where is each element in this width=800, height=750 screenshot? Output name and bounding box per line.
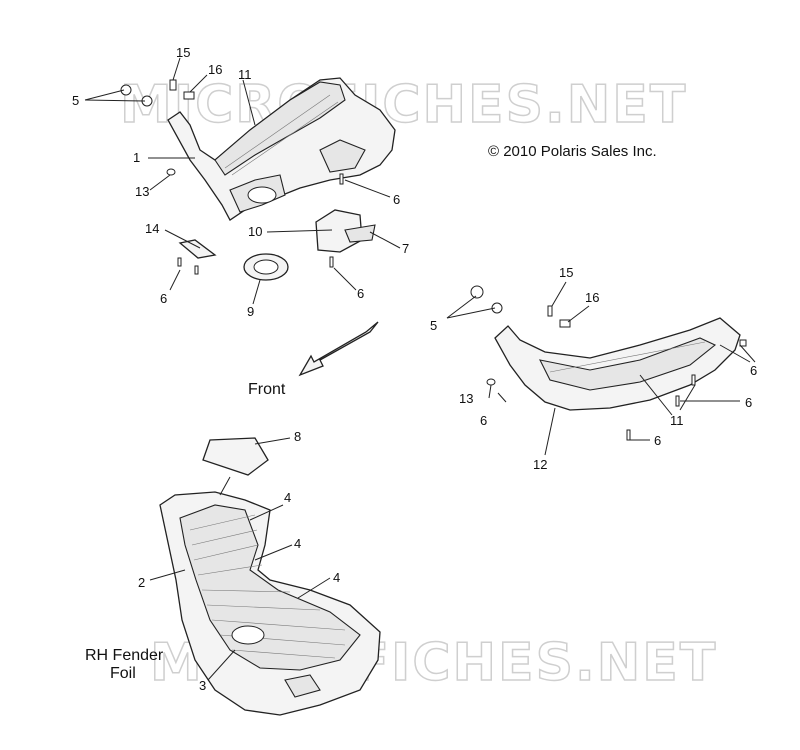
callout-6: 6 bbox=[393, 192, 400, 207]
fender-part-12 bbox=[470, 285, 747, 441]
copyright-text: © 2010 Polaris Sales Inc. bbox=[488, 143, 657, 160]
callout-6: 6 bbox=[654, 433, 661, 448]
panel-part-10 bbox=[315, 209, 376, 253]
callout-12: 12 bbox=[533, 457, 547, 472]
callout-5: 5 bbox=[430, 318, 437, 333]
callout-numbers: 5 15 16 11 1 13 6 14 10 7 6 9 6 15 16 5 … bbox=[72, 45, 757, 693]
callout-3: 3 bbox=[199, 678, 206, 693]
callout-1: 1 bbox=[133, 150, 140, 165]
callout-10: 10 bbox=[248, 224, 262, 239]
callout-9: 9 bbox=[247, 304, 254, 319]
callout-6: 6 bbox=[160, 291, 167, 306]
watermark-top: MICROFICHES.NET bbox=[120, 75, 687, 135]
fender-part-1 bbox=[167, 77, 396, 221]
callout-5: 5 bbox=[72, 93, 79, 108]
callout-13: 13 bbox=[135, 184, 149, 199]
callout-7: 7 bbox=[402, 241, 409, 256]
callout-11: 11 bbox=[670, 413, 684, 428]
leader-lines bbox=[84, 57, 756, 681]
callout-8: 8 bbox=[294, 429, 301, 444]
callout-13: 13 bbox=[459, 391, 473, 406]
ring-part-9 bbox=[243, 253, 289, 281]
callout-4: 4 bbox=[333, 570, 340, 585]
front-label: Front bbox=[248, 381, 286, 398]
callout-4: 4 bbox=[294, 536, 301, 551]
callout-16: 16 bbox=[208, 62, 222, 77]
callout-2: 2 bbox=[138, 575, 145, 590]
callout-11: 11 bbox=[238, 67, 252, 82]
callout-15: 15 bbox=[559, 265, 573, 280]
callout-16: 16 bbox=[585, 290, 599, 305]
fasteners-top-left bbox=[120, 79, 344, 185]
fender-part-2 bbox=[159, 491, 381, 716]
bracket-part-14 bbox=[177, 239, 217, 275]
callout-6: 6 bbox=[745, 395, 752, 410]
callout-15: 15 bbox=[176, 45, 190, 60]
foil-part-8 bbox=[202, 437, 269, 476]
fender-label-line2: Foil bbox=[110, 665, 136, 682]
callout-14: 14 bbox=[145, 221, 159, 236]
callout-4: 4 bbox=[284, 490, 291, 505]
callout-6: 6 bbox=[750, 363, 757, 378]
fastener-6-mid bbox=[329, 256, 334, 268]
front-arrow bbox=[298, 321, 379, 377]
callout-6: 6 bbox=[357, 286, 364, 301]
callout-6: 6 bbox=[480, 413, 487, 428]
fender-label-line1: RH Fender bbox=[85, 647, 164, 664]
